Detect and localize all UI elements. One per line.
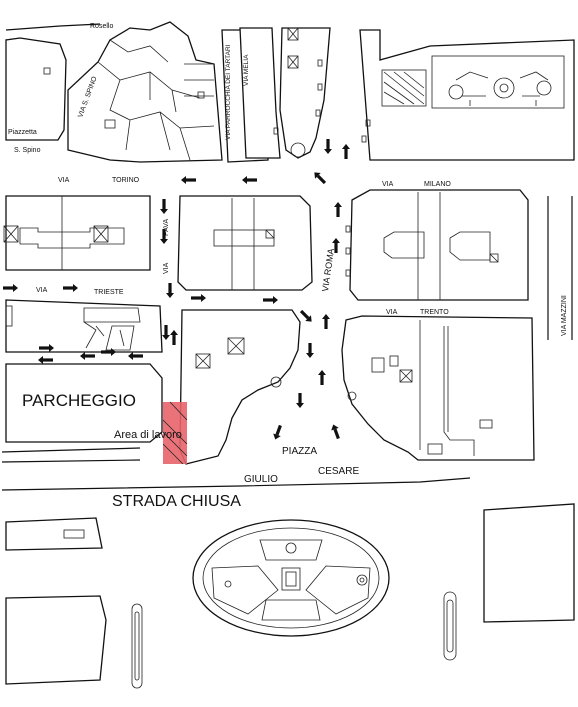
block-pava [177,195,313,291]
block-south-west [5,517,103,551]
label-via-milano-2: MILANO [424,181,451,188]
label-via-mazzini: VIA MAZZINI [561,295,568,336]
block-melia [239,27,281,159]
block-milano [345,189,529,301]
block-trento [341,315,535,461]
label-via-torino-2: TORINO [112,177,140,184]
block-torino-west [3,195,151,271]
map-labels: Rosello VIA S. SPINO Piazzetta S. Spino … [8,23,568,510]
label-via-melia: VIA MELIA [243,54,250,86]
label-via-parrocchia: VIA PARROCCHIA DEI TARTARI [225,44,232,140]
road-rosello [5,23,101,31]
old-town-block [67,21,223,163]
label-via-milano-1: VIA [382,181,394,188]
left-small-block [5,37,67,141]
bench-south-east [443,591,457,661]
fountain-oval [192,519,390,637]
block-south-center [179,309,301,465]
label-piazza: PIAZZA [282,446,317,457]
road-mazzini [547,196,573,340]
label-via-roma: VIA ROMA [320,248,336,292]
label-via-trento-2: TRENTO [420,309,449,316]
work-area-highlight [163,402,187,464]
label-giulio: GIULIO [244,474,278,485]
label-s-spino: S. Spino [14,147,41,154]
block-south-east [483,503,575,623]
label-via-pava: PAVA [163,219,170,236]
label-cesare: CESARE [318,466,359,477]
label-area-di-lavoro: Area di lavoro [114,429,182,441]
label-via-trento-1: VIA [386,309,398,316]
label-via-trieste-2: TRIESTE [94,289,124,296]
label-piazzetta: Piazzetta [8,129,37,136]
label-parcheggio: PARCHEGGIO [22,391,136,410]
label-strada-chiusa: STRADA CHIUSA [112,493,241,510]
label-rosello: Rosello [90,23,113,30]
block-south-west-lower [5,595,107,685]
bench-south-west [131,603,143,689]
work-area-hatch [162,401,188,465]
road-south-parking [1,447,141,463]
road-edge-strada-chiusa [1,477,471,491]
via-roma-north-arcade [273,27,331,159]
label-via-trieste-1: VIA [36,287,48,294]
block-trieste [5,299,163,353]
label-via-torino-1: VIA [58,177,70,184]
label-via-vertical: VIA [163,262,170,274]
parking-area [5,363,163,443]
park-block-north-east [359,29,575,161]
